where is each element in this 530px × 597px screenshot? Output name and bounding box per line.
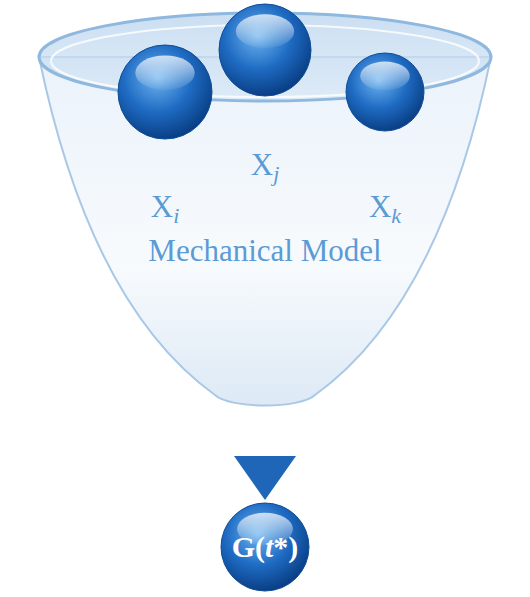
flow-arrow	[252, 404, 278, 456]
variable-label: Xk	[369, 191, 401, 222]
sphere-outline	[345, 52, 425, 132]
sphere-shine	[236, 14, 294, 48]
sphere-node: Xk	[345, 52, 425, 132]
sphere-shine	[360, 62, 410, 91]
sphere-outline	[218, 3, 312, 97]
sphere-shine	[135, 56, 195, 91]
sphere-body	[221, 503, 309, 591]
sphere-node: Xj	[218, 3, 312, 97]
sphere-body	[346, 53, 424, 131]
model-label: Mechanical Model	[30, 233, 500, 269]
sphere-body	[219, 4, 311, 96]
sphere-body	[118, 45, 212, 139]
funnel-body	[39, 57, 491, 406]
variable-label: Xi	[151, 191, 180, 222]
sphere-outline	[117, 44, 213, 140]
sphere-node: G(t*)	[220, 502, 310, 592]
funnel-node: Mechanical ModelXiXjXk	[30, 5, 500, 410]
sphere-node: Xi	[117, 44, 213, 140]
variable-label: Xj	[251, 149, 280, 180]
variable-label: G(t*)	[232, 532, 299, 562]
